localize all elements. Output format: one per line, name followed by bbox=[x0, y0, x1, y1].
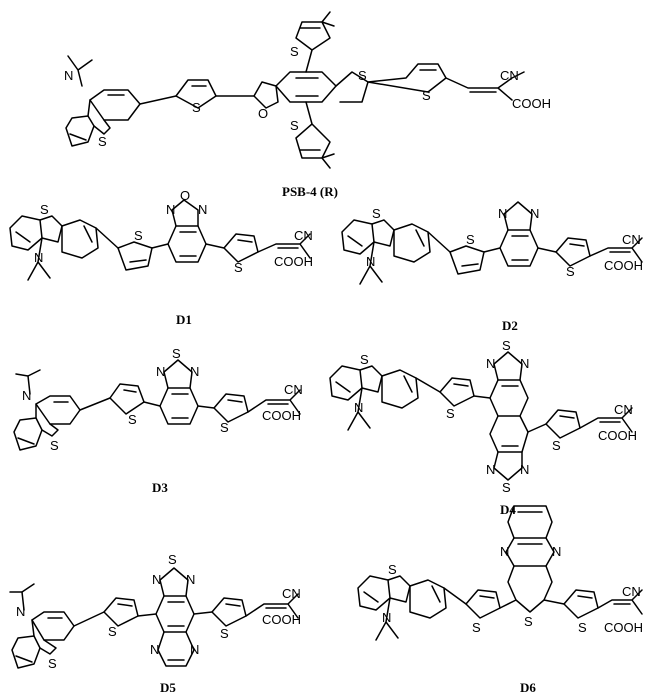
label-cn-d4: CN bbox=[614, 402, 633, 417]
atom-n-d3-b: N bbox=[190, 364, 199, 379]
label-cn-d2: CN bbox=[622, 232, 641, 247]
atom-s-d2-th2: S bbox=[566, 264, 575, 279]
caption-d3: D3 bbox=[152, 480, 168, 495]
atom-n-d6-b: N bbox=[552, 544, 561, 559]
label-cn-d5: CN bbox=[282, 586, 301, 601]
caption-d4: D4 bbox=[500, 502, 516, 517]
atom-n-d6: N bbox=[382, 610, 391, 625]
structure-d3: N S S N S N S CN COOH D3 bbox=[13, 346, 303, 495]
structure-d4: S N S N S N N S N S CN COOH D4 bbox=[329, 338, 637, 517]
atom-n-d5: N bbox=[16, 604, 25, 619]
label-cooh-d5: COOH bbox=[262, 612, 301, 627]
structure-d5: N S S N S N N N S CN COOH D5 bbox=[9, 552, 301, 695]
atom-n-d4: N bbox=[354, 400, 363, 415]
label-cooh-d3: COOH bbox=[262, 408, 301, 423]
label-cooh-psb4: COOH bbox=[512, 96, 551, 111]
atom-s-d2-th1: S bbox=[466, 232, 475, 247]
atom-n-d4-b: N bbox=[520, 356, 529, 371]
label-cooh-d6: COOH bbox=[604, 620, 643, 635]
atom-s-d3-th2: S bbox=[220, 420, 229, 435]
atom-s-d6-th2: S bbox=[578, 620, 587, 635]
label-cn-d3: CN bbox=[284, 382, 303, 397]
atom-s-d6-fused: S bbox=[524, 614, 533, 629]
structure-psb4: N S S O S S S S CN COOH PSB-4 (R) bbox=[64, 11, 551, 199]
atom-n-d4-a: N bbox=[486, 356, 495, 371]
atom-s-psb4-bottom: S bbox=[290, 118, 299, 133]
atom-n-d5-c: N bbox=[150, 642, 159, 657]
atom-s-d4-th1: S bbox=[446, 406, 455, 421]
structure-d6: S N S N N S S CN COOH D6 bbox=[357, 505, 643, 695]
atom-n-d2-b: N bbox=[530, 206, 539, 221]
atom-s-psb4-th2: S bbox=[422, 88, 431, 103]
atom-s-d2-ptz: S bbox=[372, 206, 381, 221]
atom-n-d1: N bbox=[34, 250, 43, 265]
label-cn-d1: CN bbox=[294, 228, 313, 243]
atom-n-d2: N bbox=[366, 254, 375, 269]
atom-s-psb4-top: S bbox=[290, 44, 299, 59]
atom-n-d5-d: N bbox=[190, 642, 199, 657]
atom-n-d3-a: N bbox=[156, 364, 165, 379]
atom-s-psb4-ptz: S bbox=[98, 134, 107, 149]
label-cooh-d1: COOH bbox=[274, 254, 313, 269]
atom-n-d1-a: N bbox=[166, 202, 175, 217]
atom-s-d6-th1: S bbox=[472, 620, 481, 635]
atom-s-psb4-th1: S bbox=[192, 100, 201, 115]
atom-n-d1-b: N bbox=[198, 202, 207, 217]
atom-n-psb4: N bbox=[64, 68, 73, 83]
atom-n-d5-b: N bbox=[186, 572, 195, 587]
structure-d2: S N S N N S CN COOH D2 bbox=[341, 201, 643, 333]
caption-d1: D1 bbox=[176, 312, 192, 327]
atom-n-d6-a: N bbox=[500, 544, 509, 559]
atom-s-d3-btz: S bbox=[172, 346, 181, 361]
structure-d1: S N S N O N S CN COOH D1 bbox=[9, 188, 313, 327]
atom-o-psb4: O bbox=[258, 106, 268, 121]
atom-s-psb4-fused: S bbox=[358, 68, 367, 83]
atom-s-d1-th2: S bbox=[234, 260, 243, 275]
atom-s-d4-th2: S bbox=[552, 438, 561, 453]
caption-psb4: PSB-4 (R) bbox=[282, 184, 338, 199]
caption-d6: D6 bbox=[520, 680, 536, 695]
atom-n-d3: N bbox=[22, 388, 31, 403]
atom-s-d1-th1: S bbox=[134, 228, 143, 243]
label-cn-d6: CN bbox=[622, 584, 641, 599]
atom-s-d4-bottom: S bbox=[502, 480, 511, 495]
atom-n-d4-c: N bbox=[486, 462, 495, 477]
label-cn-psb4: CN bbox=[500, 68, 519, 83]
atom-o-d1: O bbox=[180, 188, 190, 203]
atom-s-d5-btz: S bbox=[168, 552, 177, 567]
label-cooh-d4: COOH bbox=[598, 428, 637, 443]
caption-d2: D2 bbox=[502, 318, 518, 333]
atom-s-d3-th1: S bbox=[128, 412, 137, 427]
atom-s-d1-ptz: S bbox=[40, 202, 49, 217]
atom-s-d5-th1: S bbox=[108, 624, 117, 639]
atom-s-d4-ptz: S bbox=[360, 352, 369, 367]
atom-s-d5-th2: S bbox=[220, 626, 229, 641]
caption-d5: D5 bbox=[160, 680, 176, 695]
atom-s-d3-ptz: S bbox=[50, 438, 59, 453]
atom-n-d4-d: N bbox=[520, 462, 529, 477]
atom-s-d4-top: S bbox=[502, 338, 511, 353]
label-cooh-d2: COOH bbox=[604, 258, 643, 273]
atom-n-d2-a: N bbox=[498, 206, 507, 221]
atom-n-d5-a: N bbox=[152, 572, 161, 587]
atom-s-d5-ptz: S bbox=[48, 656, 57, 671]
atom-s-d6-ptz: S bbox=[388, 562, 397, 577]
